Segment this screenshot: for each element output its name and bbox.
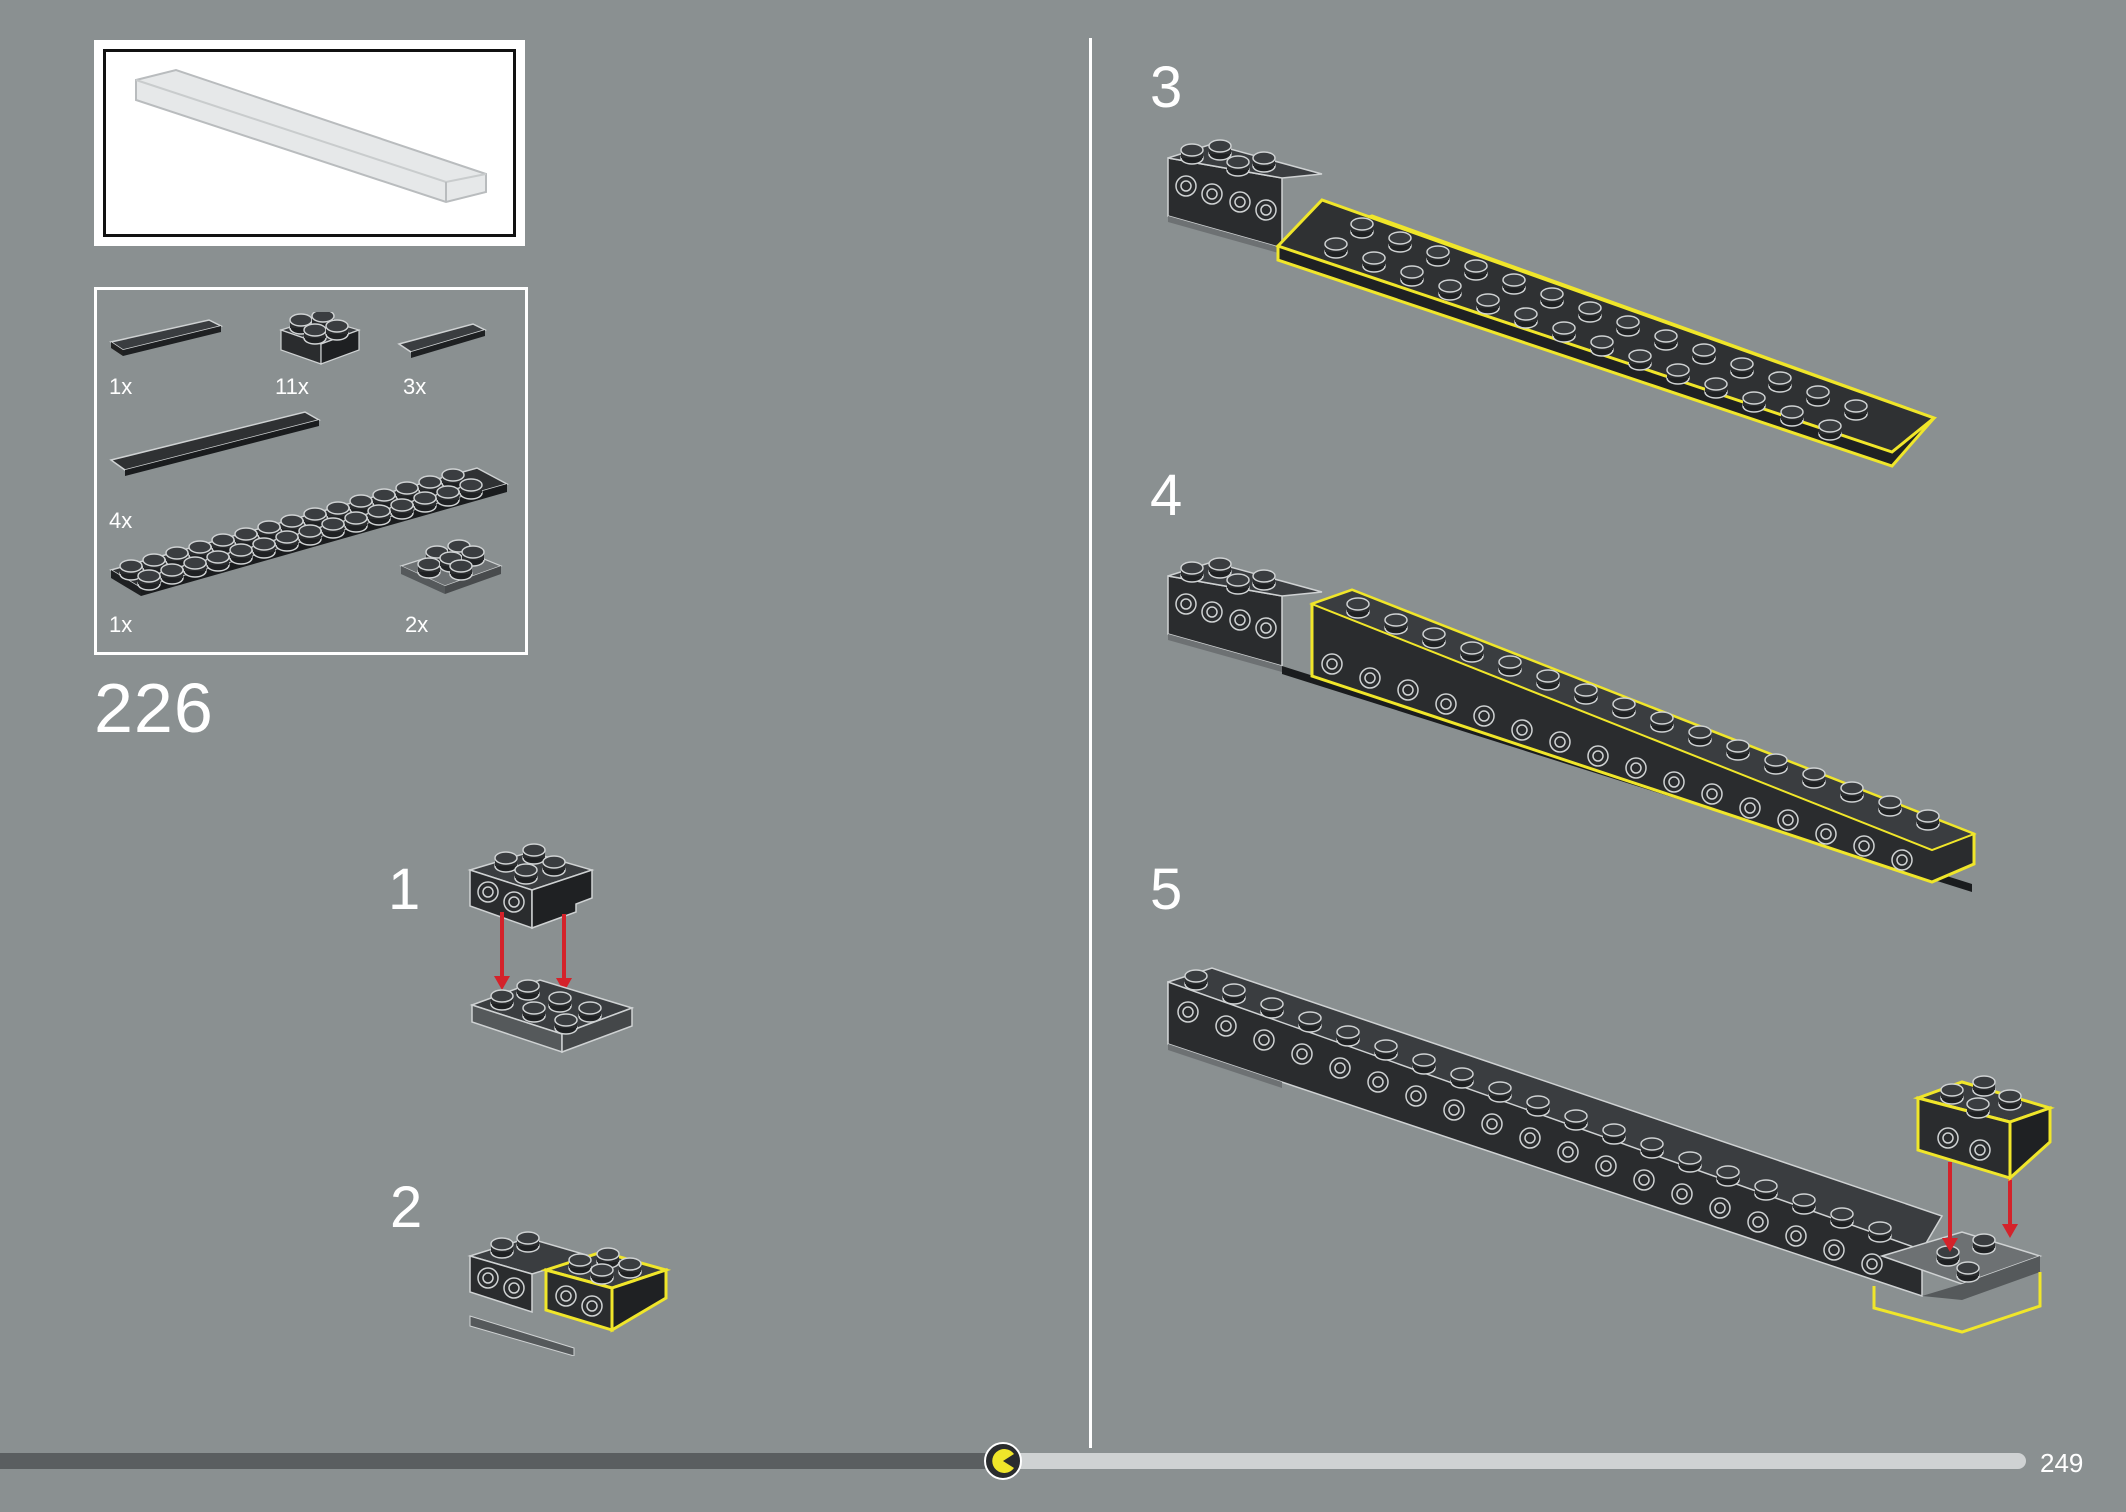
step-number: 3 (1150, 55, 1183, 120)
part-qty: 2x (405, 612, 429, 637)
part-qty: 1x (109, 612, 133, 637)
part-qty: 11x (275, 374, 309, 399)
grey-plate-2x3-icon (399, 539, 503, 594)
long-plate-preview-icon (135, 68, 487, 204)
part-qty: 1x (109, 374, 133, 399)
step-number: 2 (390, 1175, 423, 1240)
build-step-number: 226 (94, 669, 214, 747)
black-tile-2x16-icon (109, 411, 321, 476)
black-brick-1x2-studs-on-side-icon (279, 312, 361, 365)
part-qty: 4x (109, 508, 133, 533)
part-qty: 3x (403, 374, 427, 399)
progress-fill (0, 1453, 1004, 1469)
black-tile-1x4-icon (397, 323, 488, 358)
step-1-illustration (467, 843, 635, 1054)
black-plate-2x16-icon (109, 467, 509, 596)
step-2-illustration (467, 1231, 672, 1356)
subassembly-preview (94, 40, 525, 246)
progress-track (1000, 1453, 2026, 1469)
progress-marker-icon (984, 1442, 1022, 1480)
page-divider (1089, 38, 1092, 1448)
step-3-illustration (1167, 139, 1938, 468)
page-number: 249 (2040, 1448, 2084, 1478)
step-5-illustration (1167, 967, 2055, 1334)
preview-frame (103, 49, 516, 237)
step-number: 5 (1150, 857, 1183, 922)
parts-list: 1x 11x 3x 4x 1x (94, 287, 528, 655)
step-4-illustration (1167, 557, 1977, 892)
black-tile-1x6-icon (109, 319, 224, 356)
step-number: 1 (388, 857, 421, 922)
step-number: 4 (1150, 463, 1183, 528)
